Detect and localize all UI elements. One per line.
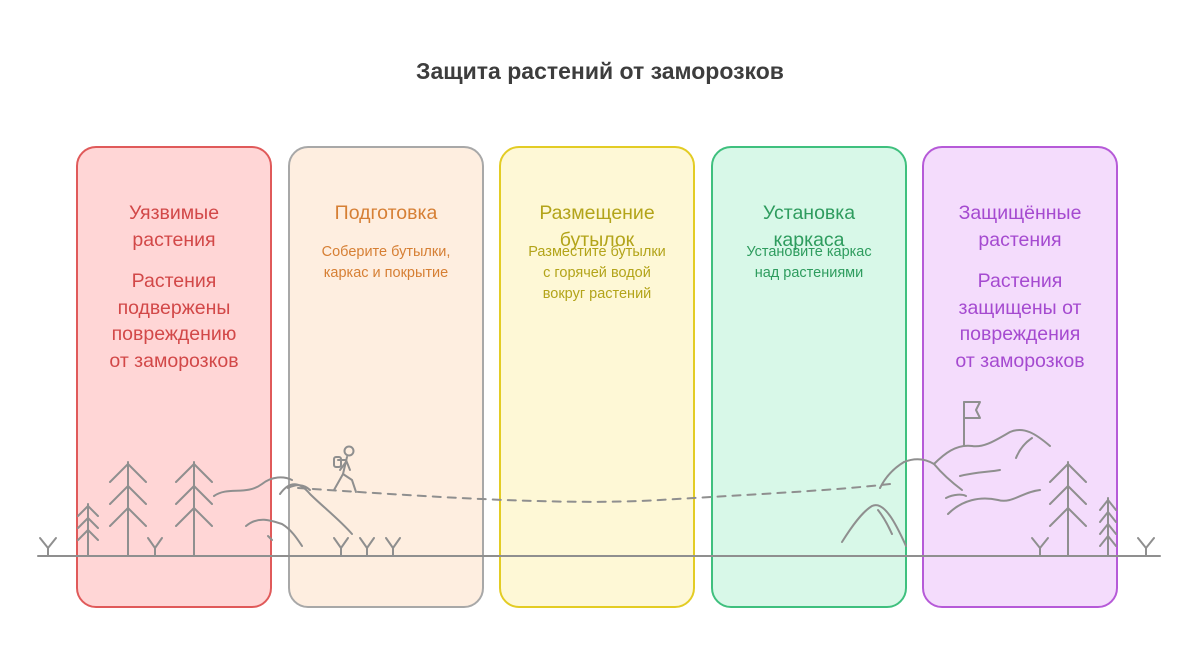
stage-heading: Размещение бутылок [501,200,693,254]
stage-heading-line: Защищённые [958,202,1082,224]
grass-icon [39,537,1155,557]
stage-description: Растения подвержены повреждению от заморозк… [88,268,260,374]
stage-description: Установите каркас над растениями [723,242,895,284]
stage-description-line: вокруг растений [542,286,652,302]
stage-heading: Установка каркаса [713,200,905,254]
stage-description-line: от заморозков [109,349,239,372]
stage-heading: Уязвимые растения [78,200,270,254]
stage-description-line: защищены от [958,296,1082,319]
hill-left-inner [245,518,303,547]
stage-description-line: Соберите бутылки, [321,244,451,260]
stage-heading: Защищённые растения [924,200,1116,254]
stage-heading-line: растения [132,229,216,251]
stage-heading-line: Подготовка [334,202,438,224]
stage-heading-line: Установка [762,202,856,224]
pine-tree-icon [1099,497,1117,557]
stage-description-line: повреждению [111,323,237,345]
stage-description-line: Разместите бутылки [528,244,666,260]
pine-tree-icon [175,461,213,557]
stage-description-line: Растения [131,270,217,292]
stage-description-line: с горячей водой [543,265,651,281]
mountain-right [903,428,1051,465]
stage-heading-line: растения [978,229,1062,251]
hill-left [279,483,353,535]
stage-heading-line: каркаса [773,229,845,251]
pine-tree-icon [109,461,147,557]
hill-left-stroke [287,484,311,491]
flag-icon [963,401,981,447]
stage-heading-line: бутылок [559,229,635,251]
stage-heading-line: Размещение [539,202,655,224]
stage-description-line: повреждения [959,323,1081,345]
hill-right-small [841,504,907,547]
stage-description-line: каркас и покрытие [323,265,449,281]
stage-description-line: Растения [977,270,1063,292]
stage-description-line: от заморозков [955,349,1085,372]
stage-description-line: подвержены [117,296,231,319]
wind-line [213,476,293,497]
mountain-right-stroke [947,489,1041,515]
dashed-trail [297,483,891,503]
stage-heading-line: Уязвимые [128,202,220,224]
diagram-title: Защита растений от заморозков [416,58,784,84]
stage-description-line: Установите каркас [746,244,872,260]
pine-tree-icon [1049,461,1087,557]
hiker-icon [333,445,357,493]
pine-tree-icon [77,503,99,557]
stage-description: Соберите бутылки, каркас и покрытие [300,242,472,284]
stage-heading: Подготовка [290,200,482,227]
stage-description: Разместите бутылки с горячей водой вокруг … [511,242,683,305]
stage-description: Растения защищены от повреждения от замороз… [934,268,1106,374]
stage-description-line: над растениями [754,265,864,281]
